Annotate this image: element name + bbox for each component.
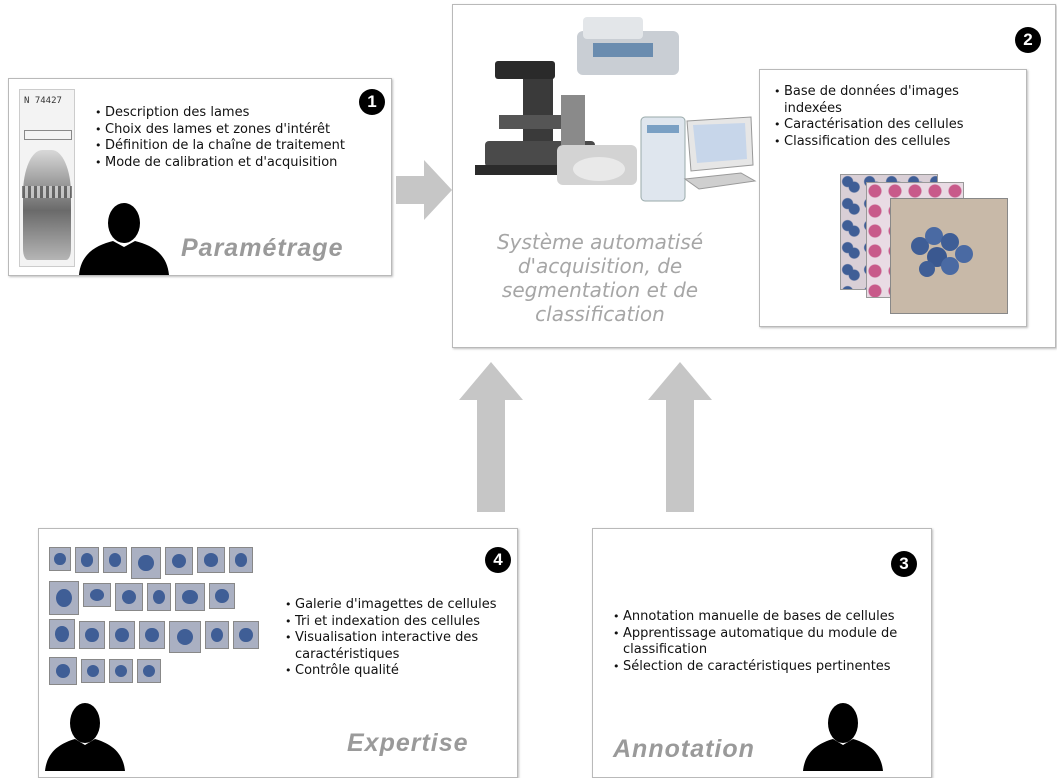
cell-thumbnail xyxy=(229,547,253,573)
system-box: 2 Base de données d'images indexées Cara… xyxy=(452,4,1056,348)
database-box: Base de données d'images indexées Caract… xyxy=(759,69,1027,327)
cell-thumbnail xyxy=(83,583,111,607)
cell-thumbnail xyxy=(75,547,99,573)
parametrage-label: Paramétrage xyxy=(181,234,344,262)
database-bullets: Base de données d'images indexées Caract… xyxy=(774,84,984,150)
parametrage-bullets: Description des lames Choix des lames et… xyxy=(95,105,380,171)
bullet-item: Contrôle qualité xyxy=(285,663,510,680)
parametrage-box: N 74427 Description des lames Choix des … xyxy=(8,78,392,276)
person-silhouette-icon xyxy=(803,703,883,771)
bullet-item: Visualisation interactive des caractéris… xyxy=(285,630,510,663)
expertise-bullets: Galerie d'imagettes de cellules Tri et i… xyxy=(285,597,510,680)
step-number-2: 2 xyxy=(1015,27,1041,53)
cell-thumbnail xyxy=(115,583,143,611)
annotation-bullets: Annotation manuelle de bases de cellules… xyxy=(613,609,923,675)
cell-thumbnail xyxy=(49,581,79,615)
cell-thumbnail xyxy=(103,547,127,573)
cell-thumbnail xyxy=(49,547,71,571)
cell-thumbnail xyxy=(49,619,75,649)
expertise-box: 4 Galerie d'imagettes de cellules Tri et… xyxy=(38,528,518,778)
system-title: Système automatisé d'acquisition, de seg… xyxy=(496,230,704,326)
slide-image: N 74427 xyxy=(19,89,75,267)
bullet-item: Caractérisation des cellules xyxy=(774,117,984,134)
expertise-label: Expertise xyxy=(347,729,469,757)
bullet-item: Mode de calibration et d'acquisition xyxy=(95,155,380,172)
person-silhouette-icon xyxy=(79,203,169,275)
cell-thumbnail xyxy=(169,621,201,653)
bullet-item: Annotation manuelle de bases de cellules xyxy=(613,609,923,626)
cell-thumbnail xyxy=(139,621,165,649)
microscope-icon xyxy=(475,61,600,175)
arrow-up-left-icon xyxy=(459,362,523,512)
slide-label: N 74427 xyxy=(24,96,62,106)
bullet-item: Base de données d'images indexées xyxy=(774,84,984,117)
bullet-item: Classification des cellules xyxy=(774,134,984,151)
step-number-3: 3 xyxy=(891,551,917,577)
annotation-box: 3 Annotation manuelle de bases de cellul… xyxy=(592,528,932,778)
step-number-1: 1 xyxy=(359,89,385,115)
cell-thumbnail xyxy=(131,547,161,579)
cell-thumbnail xyxy=(49,657,77,685)
cell-thumbnail xyxy=(205,621,229,649)
cell-image-front xyxy=(890,198,1008,314)
scanner-icon xyxy=(577,17,679,75)
cell-thumbnail xyxy=(165,547,193,575)
person-silhouette-icon xyxy=(45,703,125,771)
annotation-label: Annotation xyxy=(613,735,755,763)
cell-thumbnail xyxy=(233,621,259,649)
cell-thumbnail xyxy=(79,621,105,649)
camera-unit-icon xyxy=(557,145,637,185)
cell-thumbnail xyxy=(175,583,205,611)
bullet-item: Choix des lames et zones d'intérêt xyxy=(95,122,380,139)
bullet-item: Sélection de caractéristiques pertinente… xyxy=(613,659,923,676)
cell-thumbnail xyxy=(147,583,171,611)
computer-tower-icon xyxy=(640,116,686,202)
bullet-item: Apprentissage automatique du module de c… xyxy=(613,626,923,659)
bullet-item: Description des lames xyxy=(95,105,380,122)
cell-thumbnail xyxy=(137,659,161,683)
monitor-icon xyxy=(683,116,757,190)
bullet-item: Galerie d'imagettes de cellules xyxy=(285,597,510,614)
cell-thumbnail xyxy=(209,583,235,609)
arrow-right-icon xyxy=(396,160,452,220)
step-number-4: 4 xyxy=(485,547,511,573)
cell-thumbnail xyxy=(197,547,225,573)
cell-thumbnail xyxy=(109,659,133,683)
bullet-item: Définition de la chaîne de traitement xyxy=(95,138,380,155)
bullet-item: Tri et indexation des cellules xyxy=(285,614,510,631)
cell-thumbnail xyxy=(109,621,135,649)
arrow-up-right-icon xyxy=(648,362,712,512)
cell-thumbnail xyxy=(81,659,105,683)
